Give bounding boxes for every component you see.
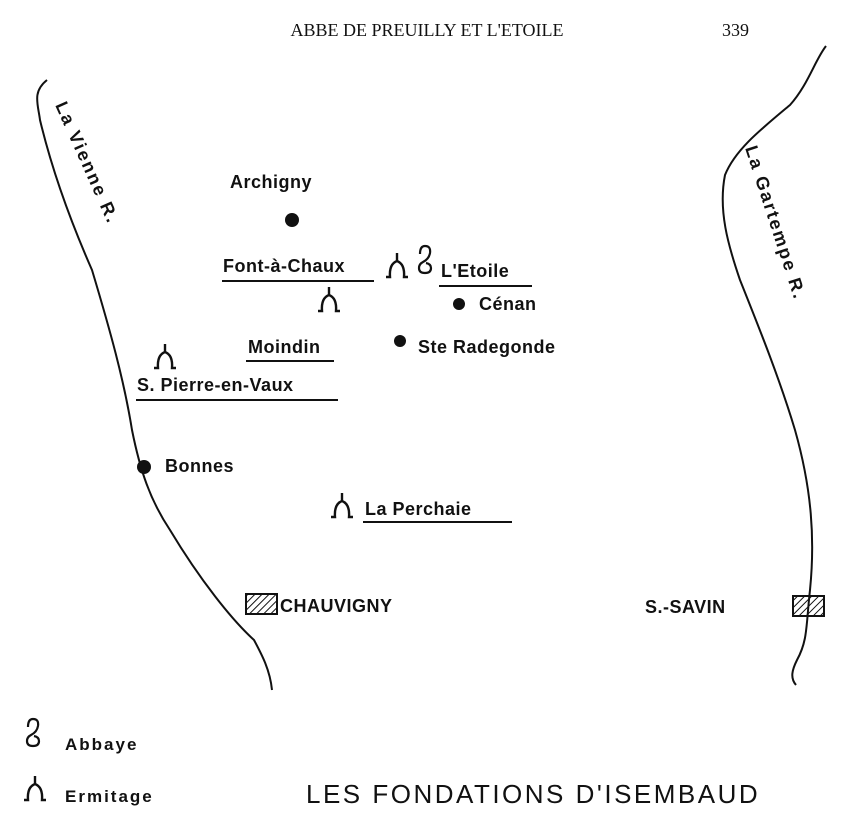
font-a-chaux-label: Font-à-Chaux — [223, 256, 345, 276]
la-perchaie-ermitage-icon — [329, 491, 355, 519]
legend-abbaye-label: Abbaye — [65, 735, 138, 754]
legend-ermitage-icon — [22, 774, 48, 802]
l-etoile-abbaye-icon — [417, 244, 433, 275]
s-pierre-en-vaux-label: S. Pierre-en-Vaux — [137, 375, 294, 395]
la-perchaie-label: La Perchaie — [365, 499, 472, 519]
gartempe-river-label: La Gartempe R. — [741, 143, 810, 302]
archigny-label: Archigny — [230, 172, 312, 192]
gartempe-river-line — [721, 45, 827, 686]
chauvigny-town-icon — [245, 593, 278, 615]
ste-radegonde-label: Ste Radegonde — [418, 337, 556, 357]
chauvigny-label: CHAUVIGNY — [280, 596, 393, 616]
map-title: LES FONDATIONS D'ISEMBAUD — [306, 779, 760, 809]
s-pierre-ermitage-icon — [152, 342, 178, 370]
cenan-label: Cénan — [479, 294, 537, 314]
moindin-ermitage-icon — [316, 285, 342, 313]
cenan-dot — [453, 298, 465, 310]
vienne-river-label: La Vienne R. — [51, 98, 123, 226]
s-savin-town-icon — [792, 595, 825, 617]
archigny-dot — [285, 213, 299, 227]
running-title: ABBE DE PREUILLY ET L'ETOILE — [290, 20, 563, 40]
l-etoile-label: L'Etoile — [441, 261, 509, 281]
legend-abbaye-icon — [25, 717, 41, 748]
legend-ermitage-label: Ermitage — [65, 787, 154, 806]
bonnes-label: Bonnes — [165, 456, 234, 476]
s-savin-label: S.-SAVIN — [645, 597, 726, 617]
ste-radegonde-dot — [394, 335, 406, 347]
moindin-label: Moindin — [248, 337, 320, 357]
page-number: 339 — [722, 20, 749, 40]
font-a-chaux-ermitage-icon — [384, 251, 410, 279]
vienne-river-line — [36, 79, 273, 691]
bonnes-dot — [137, 460, 151, 474]
